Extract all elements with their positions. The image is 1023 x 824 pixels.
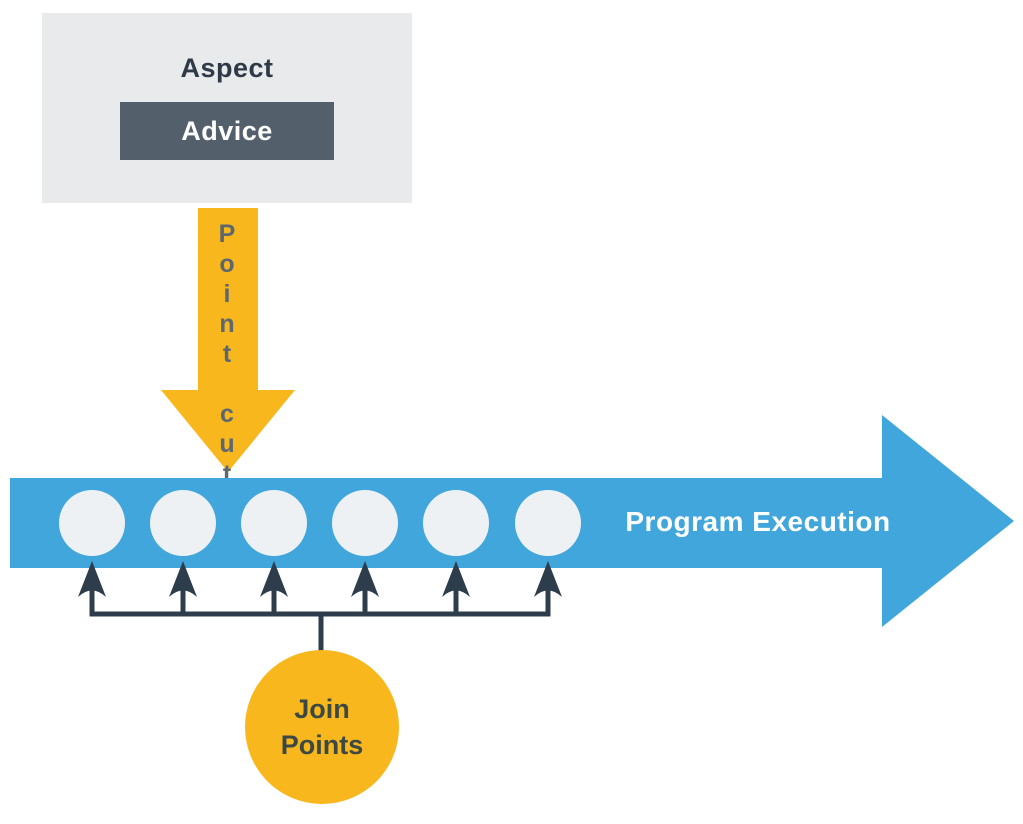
program-execution-arrowhead-icon xyxy=(882,415,1014,627)
aspect-panel: Aspect Advice xyxy=(42,13,412,203)
aspect-title: Aspect xyxy=(180,53,274,83)
advice-box: Advice xyxy=(120,102,334,160)
advice-label: Advice xyxy=(181,116,273,146)
join-points-label: Join Points xyxy=(280,694,364,760)
join-point-node xyxy=(332,490,398,556)
join-point-node xyxy=(59,490,125,556)
pointcut-label: Point cut xyxy=(213,220,241,490)
program-execution-label: Program Execution xyxy=(625,506,891,537)
join-point-node xyxy=(515,490,581,556)
join-points-circle: Join Points xyxy=(245,650,399,804)
join-point-node xyxy=(150,490,216,556)
join-point-node xyxy=(423,490,489,556)
join-point-node xyxy=(241,490,307,556)
